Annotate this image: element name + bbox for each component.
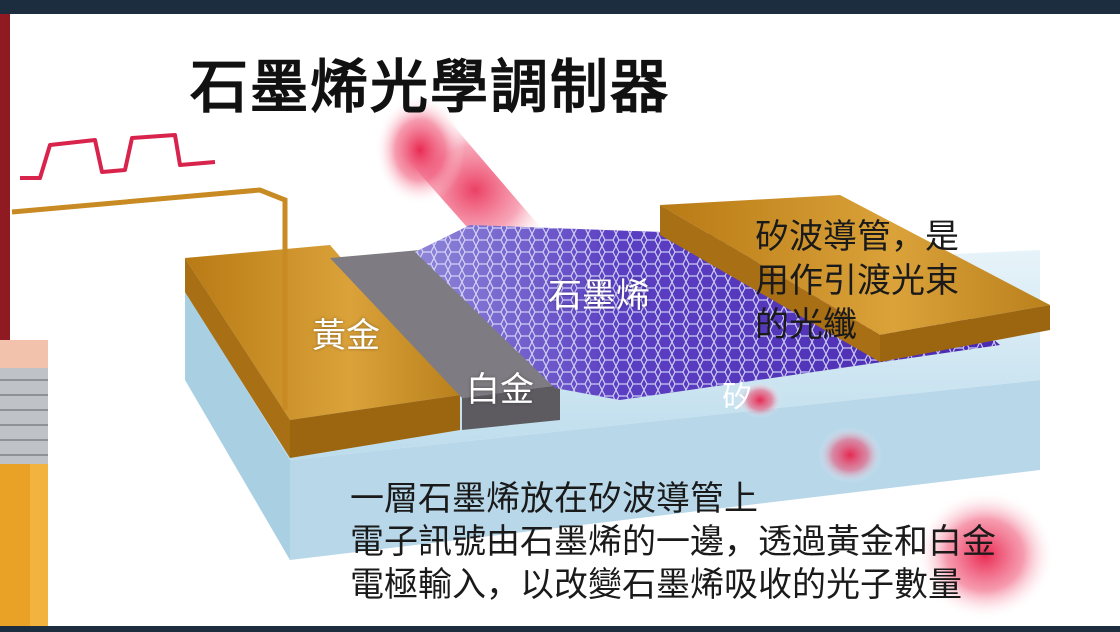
gold-electrode-side [185,258,290,458]
substrate-side [185,290,290,560]
pencil-icon [0,340,48,632]
explanation-note: 一層石墨烯放在矽波導管上 電子訊號由石墨烯的一邊，透過黃金和白金 電極輸入，以改… [350,478,996,607]
light-spot-1 [738,382,782,418]
light-spot-3 [915,490,1055,620]
bottom-border [0,626,1120,632]
diagram-title: 石墨烯光學調制器 [190,53,671,121]
left-accent-bar [0,14,10,354]
platinum-electrode-front [462,385,560,430]
gold-electrode-front [290,395,460,458]
light-spot-2 [818,427,882,483]
waveguide-note-line: 矽波導管，是 [755,217,959,257]
square-wave-signal [20,133,216,180]
label-gold: 黃金 [312,316,380,356]
waveguide-note-line: 的光纖 [755,305,857,345]
explanation-line: 一層石墨烯放在矽波導管上 [350,479,758,519]
platinum-electrode-top [330,250,560,398]
label-graphene: 石墨烯 [548,276,650,316]
gold-electrode-top [185,245,460,420]
gold-electrode-right-side [660,205,880,362]
label-silicon: 矽 [722,380,752,415]
signal-wire [11,187,288,410]
light-glow-top [375,95,465,205]
waveguide-note: 矽波導管，是 用作引渡光束 的光纖 [755,215,959,347]
explanation-line: 電子訊號由石墨烯的一邊，透過黃金和白金 [350,522,996,562]
gold-electrode-right-top [660,195,1050,335]
top-border [0,0,1120,14]
substrate-front [290,380,1040,560]
explanation-line: 電極輸入，以改變石墨烯吸收的光子數量 [350,565,962,605]
label-platinum: 白金 [466,370,534,410]
waveguide-note-line: 用作引渡光束 [755,261,959,301]
gold-electrode-right-front [880,305,1050,362]
